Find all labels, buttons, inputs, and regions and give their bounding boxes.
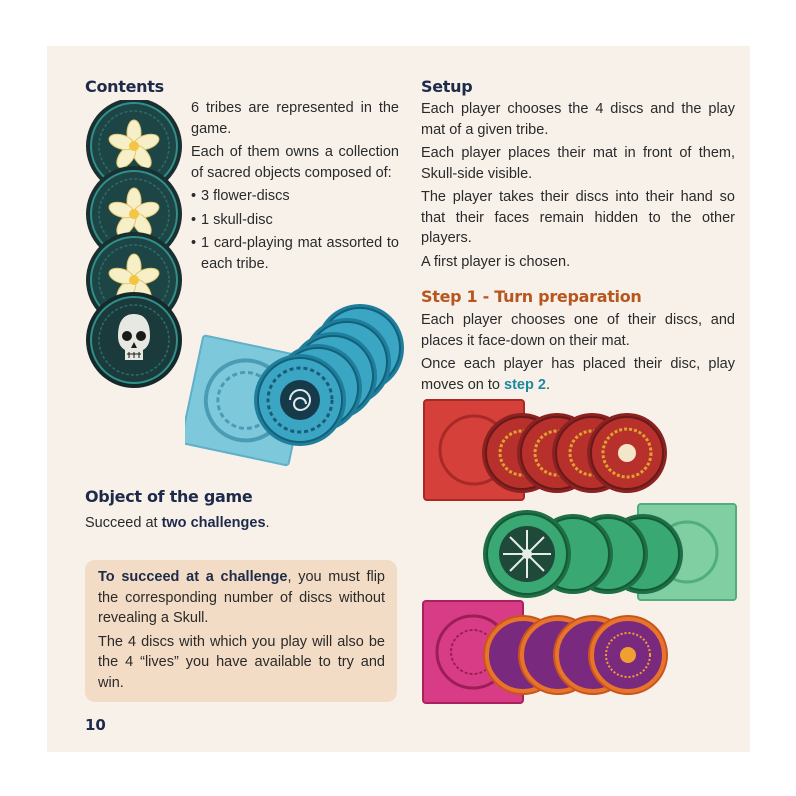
flower-disc-1 <box>86 100 182 194</box>
skull-disc <box>86 292 182 388</box>
contents-p2: Each of them owns a collection of sacred… <box>191 144 399 181</box>
setup-p4: A first player is chosen. <box>421 253 571 270</box>
callout-text: To succeed at a challenge, you must flip… <box>98 567 385 696</box>
step1-p1: Each player chooses one of their discs, … <box>421 312 735 349</box>
blue-tribe-illustration <box>185 304 404 467</box>
objective-heading: Object of the game <box>85 487 253 506</box>
list-item: 1 card-playing mat assorted to each trib… <box>191 233 399 274</box>
blue-disc-stack <box>254 304 404 446</box>
green-discs <box>483 510 683 598</box>
pink-discs <box>483 615 668 695</box>
objective-text-pre: Succeed at <box>85 515 162 531</box>
step1-heading: Step 1 - Turn preparation <box>421 287 642 306</box>
pink-tribe-illustration <box>422 600 668 704</box>
setup-p1: Each player chooses the 4 discs and the … <box>421 101 735 138</box>
list-item: 1 skull-disc <box>191 210 399 231</box>
setup-p2: Each player places their mat in front of… <box>421 145 735 182</box>
red-discs <box>482 413 667 493</box>
objective-text-post: . <box>265 515 270 531</box>
challenge-callout <box>85 560 397 702</box>
setup-heading: Setup <box>421 77 473 96</box>
green-tribe-illustration <box>483 503 737 601</box>
page-number: 10 <box>85 716 106 734</box>
step1-p2-post: . <box>545 376 550 393</box>
setup-p3: The player takes their discs into their … <box>421 189 735 246</box>
contents-text: 6 tribes are represented in the game. Ea… <box>191 98 399 277</box>
objective-text: Succeed at two challenges. <box>85 513 405 534</box>
callout-bold: To succeed at a challenge <box>98 569 288 585</box>
disc-stack-illustration <box>86 100 182 388</box>
contents-list: 3 flower-discs 1 skull-disc 1 card-playi… <box>191 186 399 274</box>
list-item: 3 flower-discs <box>191 186 399 207</box>
step1-text: Each player chooses one of their discs, … <box>421 310 735 398</box>
callout-p2: The 4 discs with which you play will als… <box>98 633 385 691</box>
step1-p2-pre: Once each player has placed their disc, … <box>421 356 735 393</box>
contents-heading: Contents <box>85 77 164 96</box>
callout-rest: , you must flip the corresponding number… <box>98 569 385 626</box>
setup-text: Each player chooses the 4 discs and the … <box>421 99 735 275</box>
objective-text-bold: two challenges <box>161 515 266 531</box>
red-tribe-illustration <box>423 399 667 501</box>
contents-p1: 6 tribes are represented in the game. <box>191 100 399 137</box>
step2-link[interactable]: step 2 <box>504 376 546 393</box>
